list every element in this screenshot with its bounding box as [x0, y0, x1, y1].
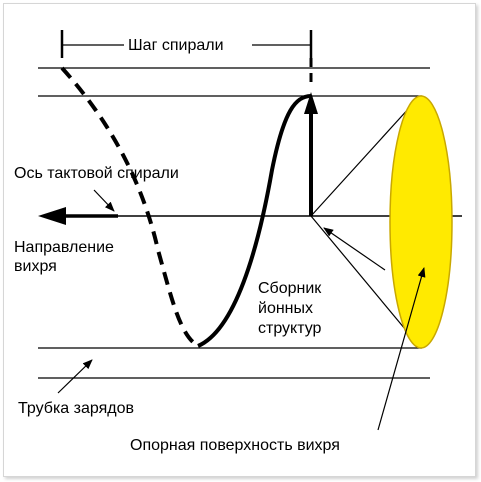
axis-label: Ось тактовой спирали: [14, 165, 179, 182]
collector-label-line2: йонных: [258, 300, 313, 317]
axis-label-pointer: [93, 189, 115, 212]
surface-label: Опорная поверхность вихря: [130, 437, 340, 454]
vortex-reference-surface-ellipse: [389, 95, 453, 349]
vortex-direction-arrowhead: [38, 207, 66, 225]
surface-label-pointer: [377, 267, 426, 431]
tube-label: Трубка зарядов: [18, 400, 134, 417]
pitch-label-background: [125, 34, 251, 54]
collector-label-line1: Сборник: [258, 280, 322, 297]
radius-arrowhead: [304, 92, 318, 114]
collector-label-pointer: [323, 227, 386, 271]
pitch-label: Шаг спирали: [128, 37, 224, 54]
spiral-hidden-dashed-curve: [60, 66, 200, 348]
direction-label-line2: вихря: [14, 258, 57, 275]
direction-label-line1: Направление: [14, 239, 114, 256]
cone-line-top: [310, 95, 421, 217]
collector-label-line3: структур: [258, 320, 322, 337]
cone-line-bottom: [310, 215, 421, 348]
spiral-visible-solid-curve: [197, 94, 312, 348]
tube-label-pointer: [57, 359, 93, 394]
